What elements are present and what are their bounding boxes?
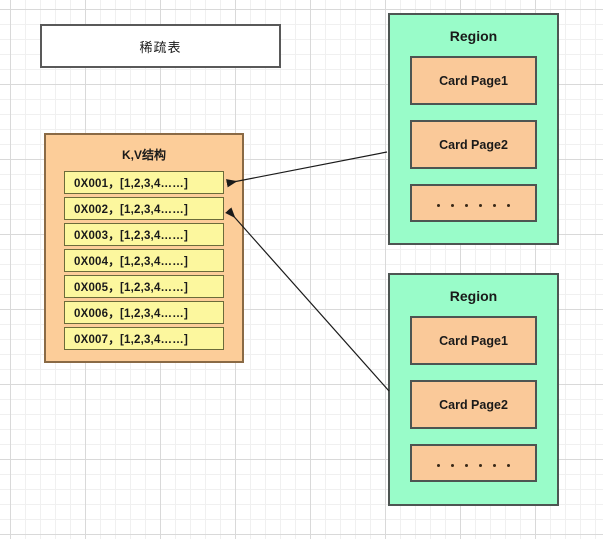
kv-structure-title: K,V结构: [121, 148, 166, 162]
kv-row: 0X006，[1,2,3,4……]: [64, 301, 224, 324]
kv-row: 0X001，[1,2,3,4……]: [64, 171, 224, 194]
kv-row: 0X004，[1,2,3,4……]: [64, 249, 224, 272]
card-page: Card Page1: [410, 316, 537, 365]
kv-row-list: 0X001，[1,2,3,4……] 0X002，[1,2,3,4……] 0X00…: [64, 171, 224, 350]
region-box: Region Card Page1 Card Page2: [388, 273, 559, 506]
ellipsis-dots: [437, 464, 510, 467]
ellipsis-dot: [451, 204, 454, 207]
connector-region1-to-kv-row1: [226, 151, 388, 188]
kv-row: 0X007，[1,2,3,4……]: [64, 327, 224, 350]
ellipsis-dot: [465, 204, 468, 207]
ellipsis-dot: [507, 204, 510, 207]
card-page: Card Page1: [410, 56, 537, 105]
ellipsis-dot: [465, 464, 468, 467]
ellipsis-dot: [493, 204, 496, 207]
ellipsis-dots: [437, 204, 510, 207]
ellipsis-dot: [437, 204, 440, 207]
ellipsis-dot: [479, 464, 482, 467]
region-title: Region: [449, 28, 498, 44]
card-page-ellipsis: [410, 184, 537, 222]
card-page: Card Page2: [410, 380, 537, 429]
card-page: Card Page2: [410, 120, 537, 169]
region-title: Region: [449, 288, 498, 304]
kv-row: 0X002，[1,2,3,4……]: [64, 197, 224, 220]
card-page-ellipsis: [410, 444, 537, 482]
sparse-table-label: 稀疏表: [139, 39, 182, 55]
kv-row: 0X005，[1,2,3,4……]: [64, 275, 224, 298]
region-box: Region Card Page1 Card Page2: [388, 13, 559, 245]
connector-region2-to-kv-row2: [225, 207, 390, 392]
ellipsis-dot: [479, 204, 482, 207]
ellipsis-dot: [437, 464, 440, 467]
ellipsis-dot: [451, 464, 454, 467]
ellipsis-dot: [493, 464, 496, 467]
kv-structure-box: K,V结构 0X001，[1,2,3,4……] 0X002，[1,2,3,4………: [44, 133, 244, 363]
ellipsis-dot: [507, 464, 510, 467]
sparse-table-box: 稀疏表: [40, 24, 281, 68]
kv-row: 0X003，[1,2,3,4……]: [64, 223, 224, 246]
